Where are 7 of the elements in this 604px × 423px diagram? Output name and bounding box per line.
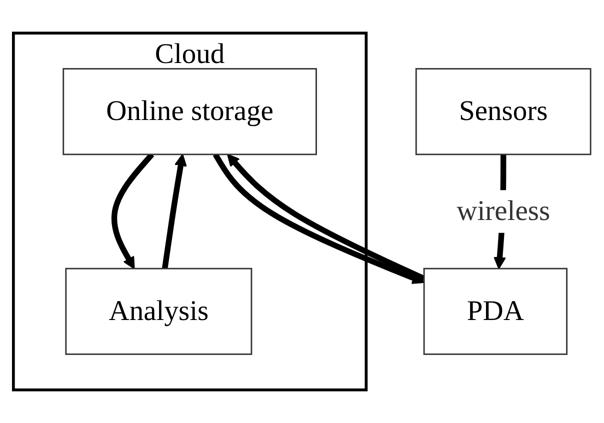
node-box: Online storage	[62, 68, 317, 156]
node-box: Analysis	[65, 268, 252, 355]
edge-label: wireless	[456, 196, 550, 228]
arrow	[111, 152, 154, 270]
node-box: Sensors	[415, 68, 592, 156]
arrow	[162, 154, 187, 269]
node-box: PDA	[423, 268, 568, 355]
